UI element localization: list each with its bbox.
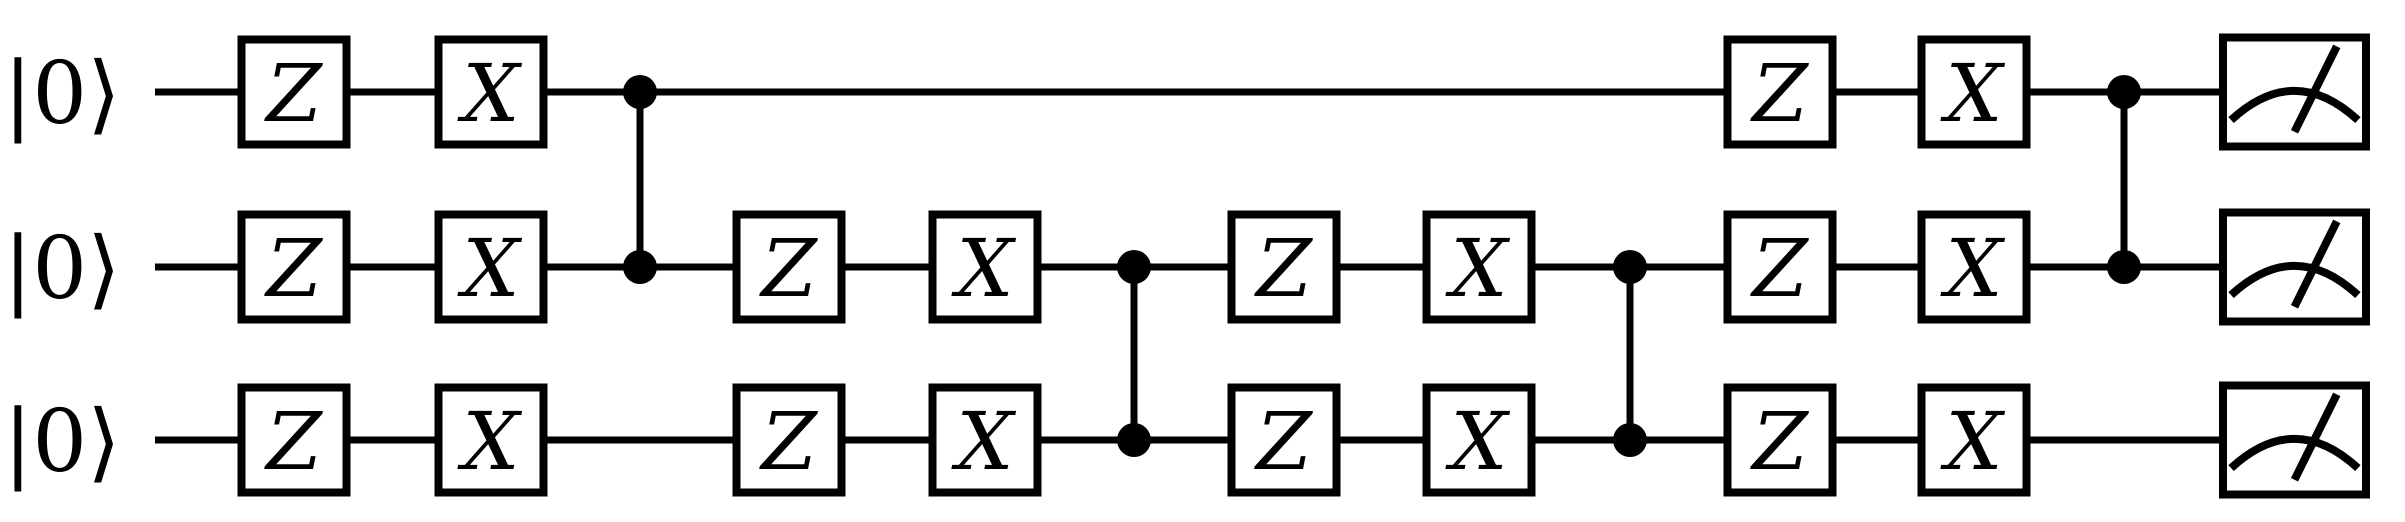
- gate-box: [434, 383, 548, 497]
- gate-box: [434, 35, 548, 149]
- gate-box: [1917, 35, 2031, 149]
- gate-label: X: [457, 395, 523, 488]
- gate-box: [1917, 210, 2031, 324]
- meter-needle-icon: [2290, 219, 2341, 309]
- control-dot: [1117, 423, 1151, 457]
- gate-box: [1227, 383, 1341, 497]
- gate-label: Z: [758, 395, 818, 488]
- gate-x: X: [1917, 210, 2031, 324]
- gate-label: Z: [263, 395, 323, 488]
- gate-label: Z: [1253, 222, 1313, 315]
- gate-x: X: [1917, 383, 2031, 497]
- gate-box: [928, 383, 1042, 497]
- gate-x: X: [1422, 383, 1536, 497]
- control-dot: [2107, 250, 2141, 284]
- gate-z: Z: [1227, 210, 1341, 324]
- control-dot: [1613, 423, 1647, 457]
- gate-label: X: [457, 47, 523, 140]
- measurement-gate: [2219, 381, 2370, 499]
- gate-z: Z: [1723, 383, 1837, 497]
- gate-box: [732, 210, 846, 324]
- gate-box: [237, 383, 351, 497]
- gate-z: Z: [732, 210, 846, 324]
- gate-box: [1422, 210, 1536, 324]
- gate-x: X: [1422, 210, 1536, 324]
- gate-label: X: [1940, 47, 2006, 140]
- control-dot: [623, 250, 657, 284]
- gate-box: [1422, 383, 1536, 497]
- gate-z: Z: [1723, 210, 1837, 324]
- cz-gate: [1117, 250, 1151, 457]
- gate-box: [1723, 210, 1837, 324]
- control-dot: [2107, 75, 2141, 109]
- gate-label: X: [457, 222, 523, 315]
- gate-z: Z: [237, 383, 351, 497]
- gate-label: Z: [1749, 395, 1809, 488]
- measurement-gate: [2219, 208, 2370, 326]
- gate-box: [237, 210, 351, 324]
- cz-gate: [1613, 250, 1647, 457]
- gate-label: X: [1445, 395, 1511, 488]
- gate-box: [1723, 35, 1837, 149]
- gate-label: Z: [1749, 47, 1809, 140]
- gate-z: Z: [1227, 383, 1341, 497]
- gate-z: Z: [1723, 35, 1837, 149]
- gate-z: Z: [732, 383, 846, 497]
- meter-needle-icon: [2290, 392, 2341, 482]
- meter-arc-icon: [2228, 262, 2361, 299]
- gate-x: X: [928, 210, 1042, 324]
- gate-x: X: [434, 210, 548, 324]
- gate-box: [1227, 210, 1341, 324]
- cz-gate: [2107, 75, 2141, 284]
- ket-label-q0: |0⟩: [3, 44, 120, 144]
- ket-label-q1: |0⟩: [3, 219, 120, 319]
- gate-z: Z: [237, 35, 351, 149]
- gate-label: Z: [263, 222, 323, 315]
- gate-box: [1723, 383, 1837, 497]
- gate-x: X: [928, 383, 1042, 497]
- gate-label: X: [1940, 222, 2006, 315]
- gate-x: X: [1917, 35, 2031, 149]
- meter-arc-icon: [2228, 435, 2361, 472]
- gate-label: Z: [1253, 395, 1313, 488]
- gate-box: [434, 210, 548, 324]
- gate-x: X: [434, 383, 548, 497]
- gate-z: Z: [237, 210, 351, 324]
- gate-label: X: [951, 395, 1017, 488]
- meter-arc-icon: [2228, 87, 2361, 124]
- meter-needle-icon: [2290, 44, 2341, 134]
- control-dot: [623, 75, 657, 109]
- gate-label: X: [1445, 222, 1511, 315]
- gate-box: [237, 35, 351, 149]
- control-dot: [1613, 250, 1647, 284]
- gate-box: [928, 210, 1042, 324]
- gate-box: [732, 383, 846, 497]
- cz-gate: [623, 75, 657, 284]
- control-dot: [1117, 250, 1151, 284]
- gate-label: Z: [1749, 222, 1809, 315]
- ket-label-q2: |0⟩: [3, 392, 120, 492]
- gate-x: X: [434, 35, 548, 149]
- gate-label: Z: [263, 47, 323, 140]
- measurement-gate: [2219, 33, 2370, 151]
- gate-label: X: [951, 222, 1017, 315]
- gate-box: [1917, 383, 2031, 497]
- gate-label: Z: [758, 222, 818, 315]
- gate-label: X: [1940, 395, 2006, 488]
